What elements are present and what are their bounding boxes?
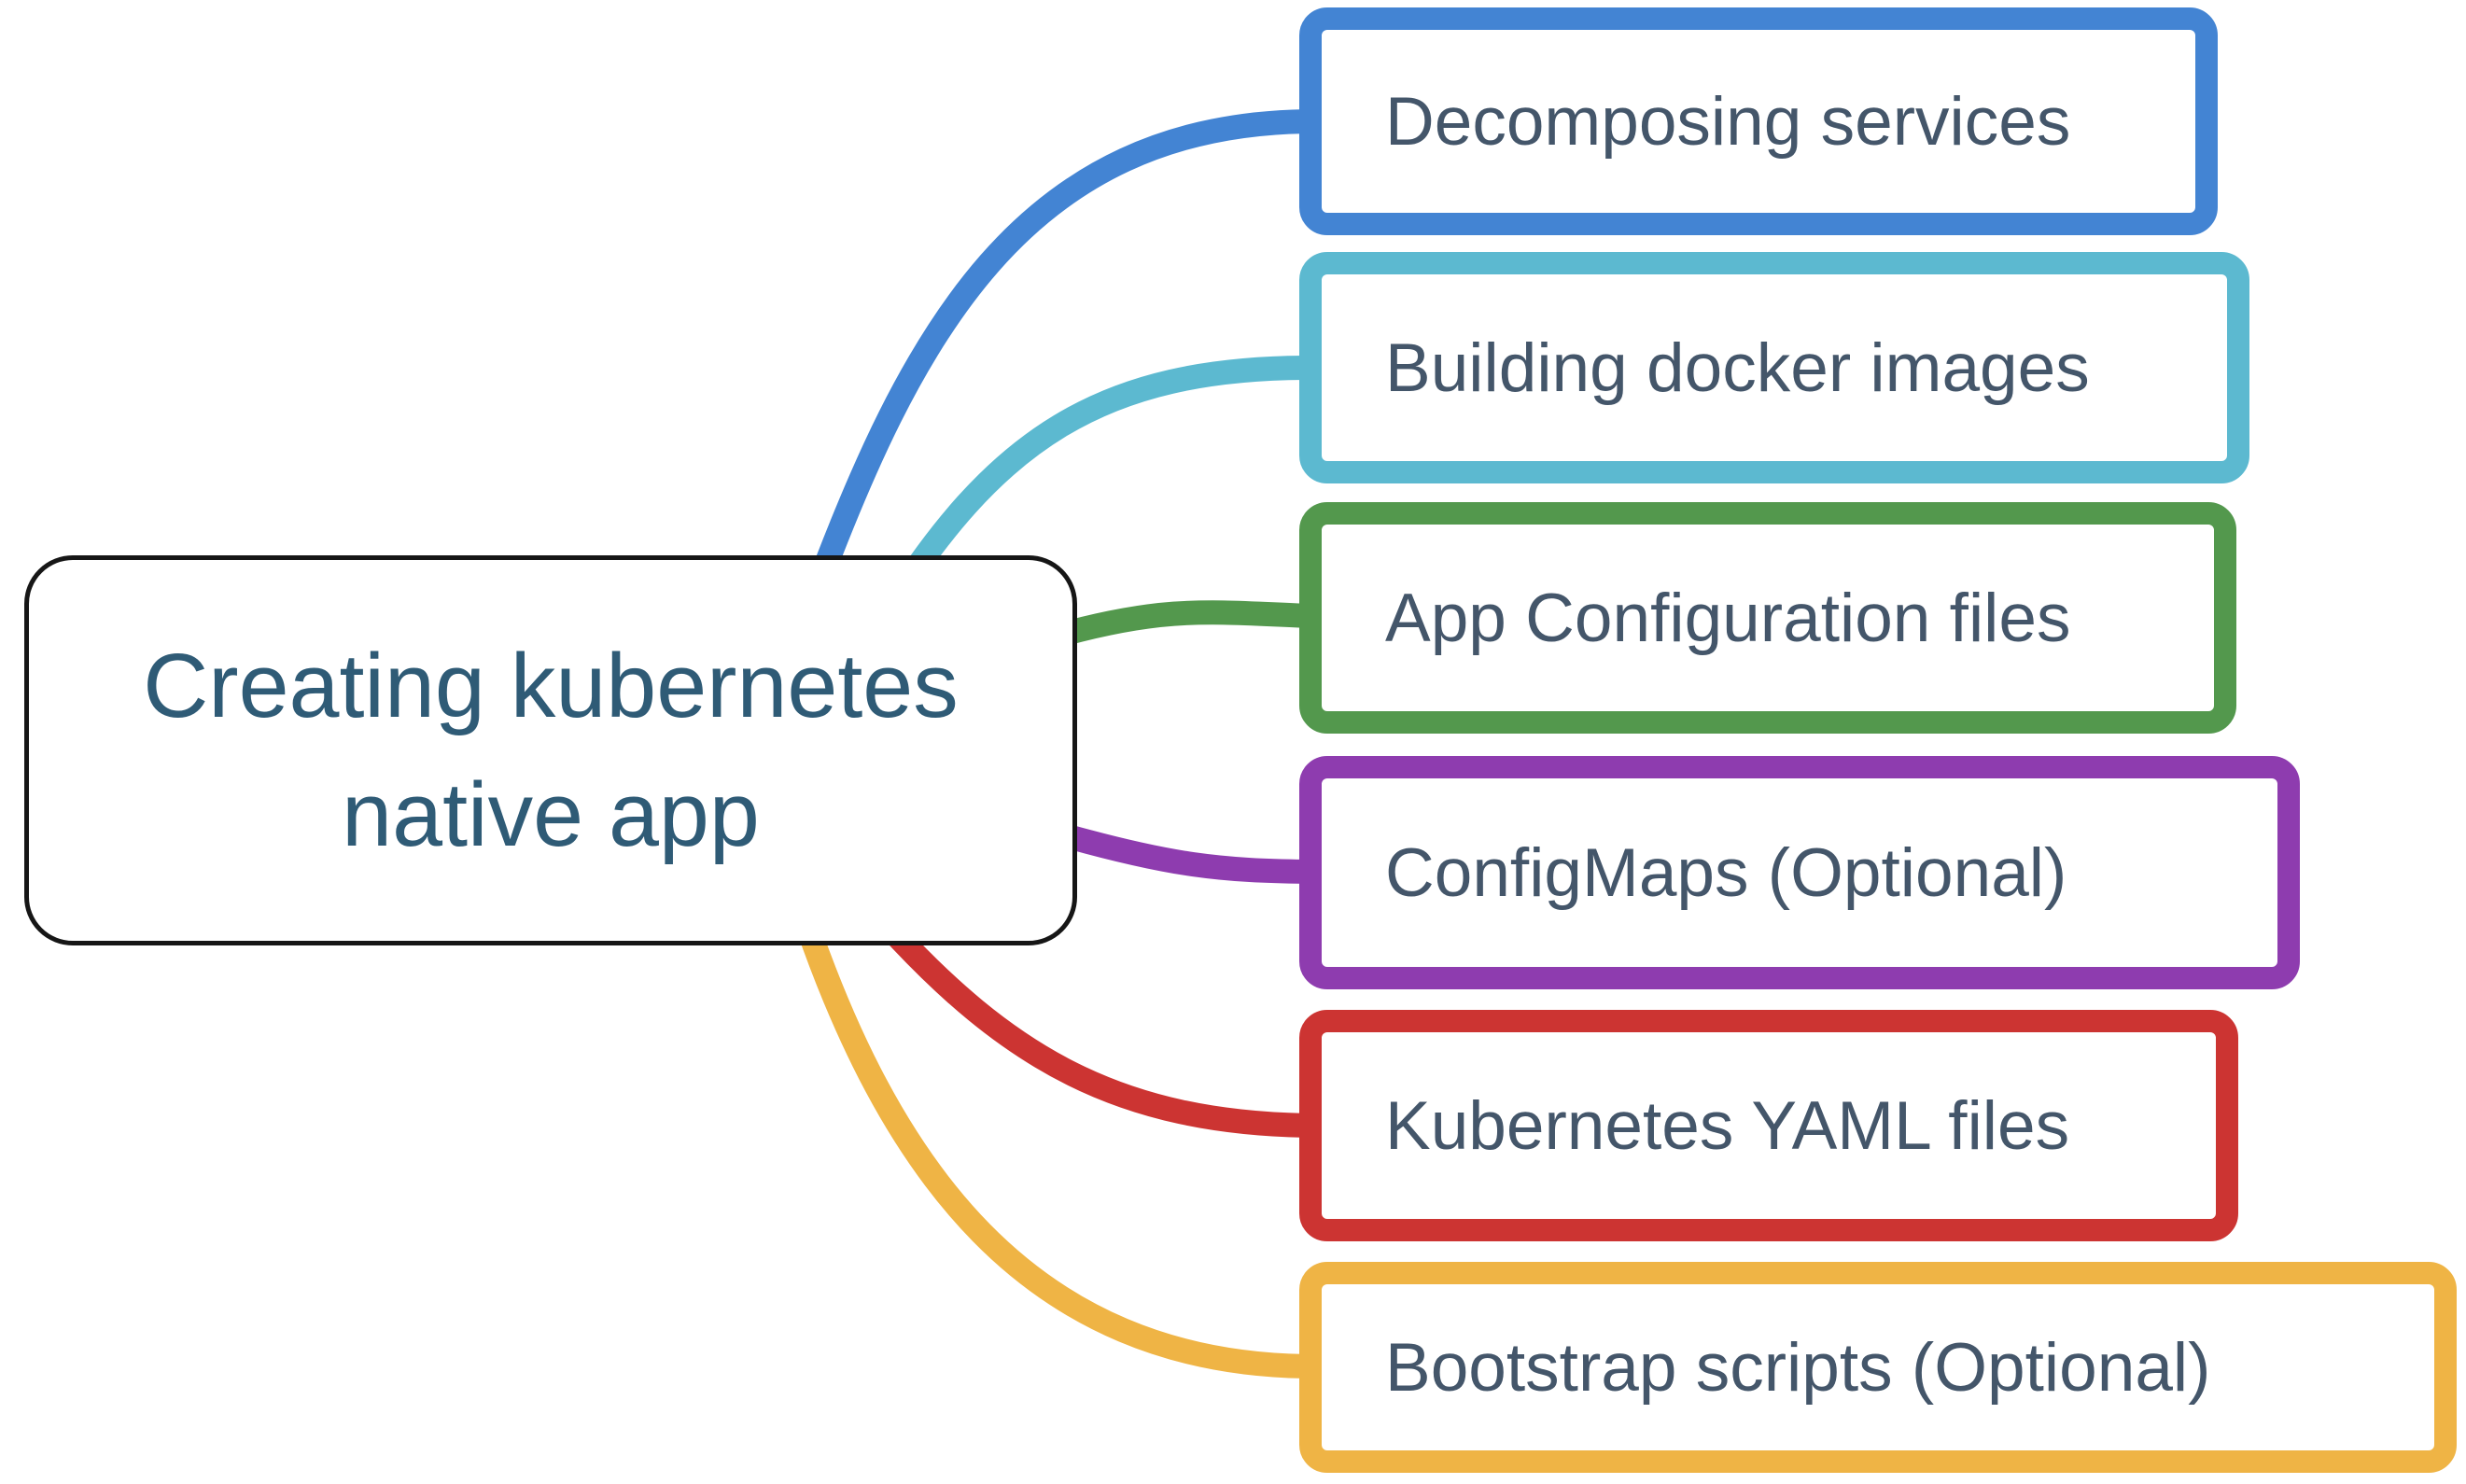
node-kubernetes-yaml-files: Kubernetes YAML files (1299, 1010, 2238, 1241)
connector-bootstrap-scripts-optional (787, 889, 1323, 1379)
connector-configmaps-optional (1043, 820, 1323, 884)
node-label: Building docker images (1385, 329, 2090, 406)
connector-decomposing-services (798, 109, 1323, 619)
root-label-line-2: native app (342, 763, 760, 865)
node-building-docker-images: Building docker images (1299, 252, 2249, 483)
root-label-line-1: Creating kubernetes (143, 635, 959, 737)
node-label: Bootstrap scripts (Optional) (1385, 1329, 2211, 1406)
node-decomposing-services: Decomposing services (1299, 7, 2218, 235)
node-label: Decomposing services (1385, 83, 2071, 160)
node-app-configuration-files: App Configuration files (1299, 502, 2236, 734)
connector-building-docker-images (870, 356, 1323, 633)
node-label: Kubernetes YAML files (1385, 1087, 2070, 1164)
node-configmaps-optional: ConfigMaps (Optional) (1299, 756, 2300, 989)
connector-app-configuration-files (1043, 600, 1323, 649)
connector-kubernetes-yaml-files (870, 907, 1323, 1138)
node-bootstrap-scripts-optional: Bootstrap scripts (Optional) (1299, 1262, 2457, 1473)
node-label: App Configuration files (1385, 580, 2071, 656)
root-node: Creating kubernetes native app (24, 555, 1077, 945)
node-label: ConfigMaps (Optional) (1385, 834, 2067, 911)
